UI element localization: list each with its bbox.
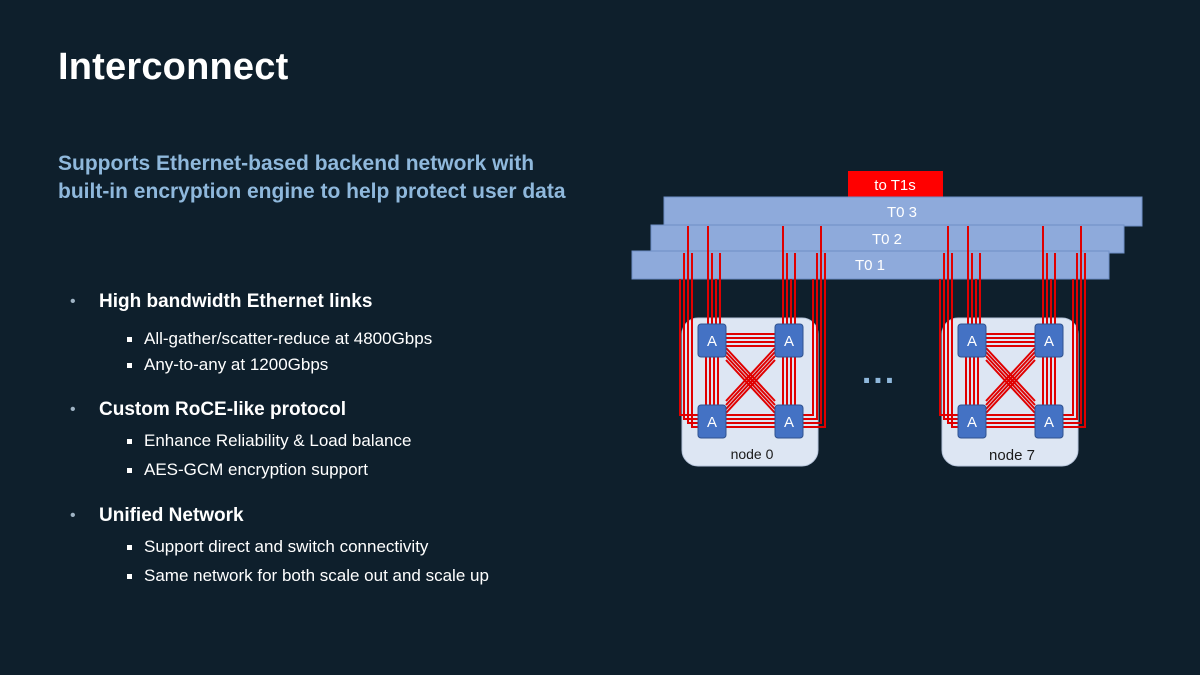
- link-line: [725, 347, 776, 402]
- uplink-label: to T1s: [874, 177, 915, 194]
- sub-bullet-label: Support direct and switch connectivity: [144, 537, 429, 556]
- subtitle: Supports Ethernet-based backend network …: [58, 152, 566, 203]
- accelerator-chip: [774, 404, 804, 439]
- sub-bullet-label: Same network for both scale out and scal…: [144, 566, 489, 585]
- link-line: [985, 347, 1036, 402]
- sub-bullet: Support direct and switch connectivity: [70, 536, 590, 558]
- bullet-label: High bandwidth Ethernet links: [99, 291, 373, 312]
- bullet-label: Custom RoCE-like protocol: [99, 399, 347, 420]
- sub-bullet: Enhance Reliability & Load balance: [70, 430, 590, 452]
- accelerator-chip: [774, 323, 804, 358]
- link-line: [985, 355, 1036, 410]
- link-line: [725, 359, 776, 414]
- square-bullet-icon: [127, 574, 132, 579]
- node-label: node 7: [989, 447, 1035, 464]
- accelerator-label: A: [784, 333, 794, 350]
- link-line: [803, 253, 818, 420]
- accelerator-label: A: [1044, 333, 1054, 350]
- link-line: [947, 226, 958, 424]
- accelerator-label: A: [967, 333, 977, 350]
- link-lines: [679, 226, 1086, 428]
- square-bullet-icon: [127, 545, 132, 550]
- link-line: [725, 351, 776, 406]
- sub-bullet: All-gather/scatter-reduce at 4800Gbps: [70, 328, 590, 350]
- link-line: [803, 253, 826, 428]
- link-line: [951, 253, 958, 428]
- link-line: [683, 253, 698, 420]
- bullet-item: • High bandwidth Ethernet links: [70, 290, 590, 314]
- accelerator-label: A: [967, 414, 977, 431]
- accelerator-chip: [957, 323, 987, 358]
- switch-label: T0 1: [855, 257, 885, 274]
- bullet-item: • Custom RoCE-like protocol: [70, 398, 590, 422]
- link-line: [687, 226, 698, 424]
- switch-label: T0 3: [887, 204, 917, 221]
- bullet-dot-icon: •: [70, 401, 76, 418]
- sub-bullet: Same network for both scale out and scal…: [70, 565, 590, 587]
- link-line: [691, 253, 698, 428]
- link-line: [803, 279, 814, 416]
- uplink-box: [848, 171, 943, 198]
- node-label: node 0: [731, 446, 774, 462]
- accelerators: A A A A A A A A: [697, 323, 1064, 439]
- bullet-item: • Unified Network: [70, 504, 590, 528]
- link-line: [985, 359, 1036, 414]
- sub-bullet-label: Enhance Reliability & Load balance: [144, 431, 412, 450]
- link-line: [1063, 253, 1078, 420]
- switch-t0-2: [650, 224, 1125, 254]
- link-line: [725, 355, 776, 410]
- sub-bullet-label: AES-GCM encryption support: [144, 460, 368, 479]
- accelerator-chip: [957, 404, 987, 439]
- bullet-list: • High bandwidth Ethernet links All-gath…: [70, 290, 590, 587]
- switch-label: T0 2: [872, 231, 902, 248]
- accelerator-label: A: [1044, 414, 1054, 431]
- accelerator-label: A: [707, 414, 717, 431]
- bullet-dot-icon: •: [70, 293, 76, 310]
- accelerator-chip: [1034, 323, 1064, 358]
- accelerator-label: A: [707, 333, 717, 350]
- square-bullet-icon: [127, 468, 132, 473]
- accelerator-chip: [1034, 404, 1064, 439]
- page-title: Interconnect: [58, 46, 289, 88]
- link-line: [1063, 253, 1086, 428]
- accelerator-chip: [697, 404, 727, 439]
- sub-bullet: Any-to-any at 1200Gbps: [70, 354, 590, 376]
- bullet-dot-icon: •: [70, 507, 76, 524]
- accelerator-label: A: [784, 414, 794, 431]
- accelerator-chip: [697, 323, 727, 358]
- square-bullet-icon: [127, 337, 132, 342]
- bullet-label: Unified Network: [99, 505, 244, 526]
- link-line: [803, 226, 822, 424]
- square-bullet-icon: [127, 363, 132, 368]
- sub-bullet-label: Any-to-any at 1200Gbps: [144, 355, 329, 374]
- link-line: [985, 351, 1036, 406]
- link-line: [1063, 279, 1074, 416]
- sub-bullet: AES-GCM encryption support: [70, 459, 590, 481]
- link-line: [943, 253, 958, 420]
- switch-t0-3: [663, 196, 1143, 227]
- link-line: [1063, 226, 1082, 424]
- square-bullet-icon: [127, 439, 132, 444]
- ellipsis: ...: [862, 353, 896, 391]
- sub-bullet-label: All-gather/scatter-reduce at 4800Gbps: [144, 329, 433, 348]
